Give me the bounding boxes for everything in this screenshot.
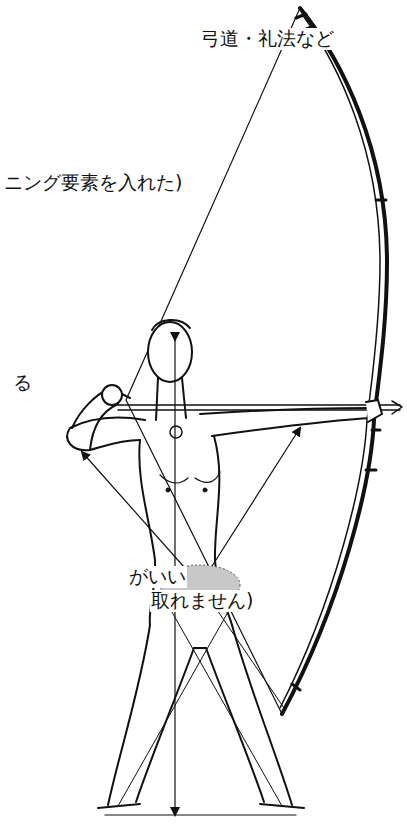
slide-text: がいい — [128, 566, 187, 588]
slide-text: 取れません) — [150, 590, 254, 612]
slide-text: ニング要素を入れた) — [3, 172, 183, 194]
slide-text: 弓道・礼法など — [200, 28, 335, 50]
slide-text: る — [12, 372, 33, 394]
